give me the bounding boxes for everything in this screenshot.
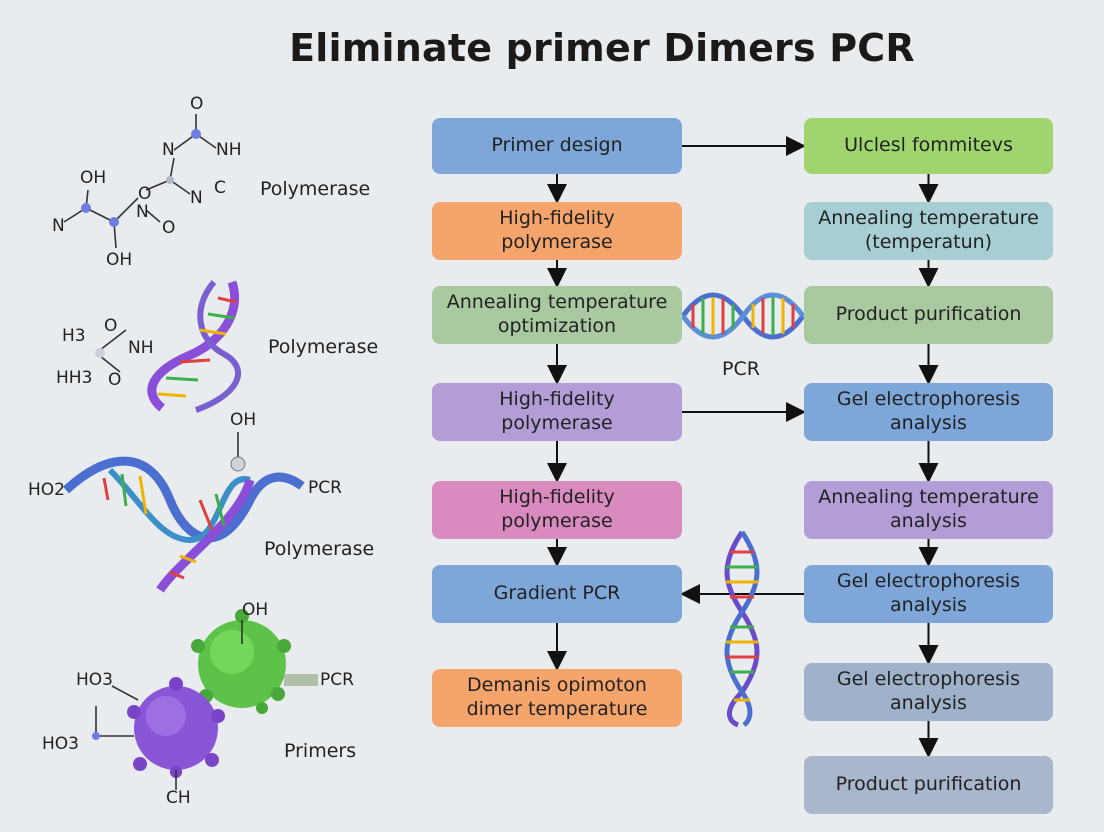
atom-label: HO3 bbox=[76, 670, 113, 690]
atom-label: OH bbox=[106, 250, 133, 270]
flow-arrows bbox=[547, 136, 939, 758]
atom-label: NH bbox=[216, 140, 242, 160]
side-label-polymerase-2: Polymerase bbox=[268, 336, 379, 358]
atom-label: CH bbox=[166, 788, 191, 808]
atom-label: OH bbox=[80, 168, 107, 188]
right-step-1: Ulclesl fommitevs bbox=[804, 118, 1053, 174]
right-step-8: Product purification bbox=[804, 756, 1053, 814]
left-step-6: Gradient PCR bbox=[432, 565, 682, 623]
atom-label: O bbox=[162, 218, 176, 238]
atom-label: NH bbox=[128, 338, 154, 358]
dna-helix-side-3 bbox=[62, 432, 305, 593]
virus-particles bbox=[92, 609, 318, 790]
atom-label: C bbox=[214, 178, 226, 198]
right-step-2: Annealing temperature (temperatun) bbox=[804, 202, 1053, 260]
atom-label: H3 bbox=[62, 326, 86, 346]
atom-label: PCR bbox=[308, 478, 342, 498]
atom-label: O bbox=[108, 370, 122, 390]
dna-helix-side-2 bbox=[95, 280, 242, 413]
left-step-1: Primer design bbox=[432, 118, 682, 174]
left-step-5: High-fidelity polymerase bbox=[432, 481, 682, 539]
atom-label: N bbox=[190, 188, 203, 208]
right-step-3: Product purification bbox=[804, 286, 1053, 344]
left-step-3: Annealing temperature optimization bbox=[432, 286, 682, 344]
atom-label: N bbox=[52, 216, 65, 236]
right-step-5: Annealing temperature analysis bbox=[804, 481, 1053, 539]
page-title: Eliminate primer Dimers PCR bbox=[289, 26, 915, 70]
atom-label: O bbox=[138, 184, 152, 204]
atom-label: OH bbox=[230, 410, 257, 430]
atom-label: N bbox=[136, 202, 149, 222]
dna-helix-horizontal bbox=[680, 292, 806, 340]
right-step-7: Gel electrophoresis analysis bbox=[804, 663, 1053, 721]
atom-dots-1 bbox=[81, 129, 201, 227]
side-label-polymerase-3: Polymerase bbox=[264, 538, 375, 560]
pcr-middle-label: PCR bbox=[722, 358, 760, 380]
side-label-polymerase-1: Polymerase bbox=[260, 178, 371, 200]
dna-helix-vertical bbox=[724, 530, 760, 728]
atom-label: N bbox=[162, 140, 175, 160]
atom-label: HO2 bbox=[28, 480, 65, 500]
right-step-6: Gel electrophoresis analysis bbox=[804, 565, 1053, 623]
side-label-primers: Primers bbox=[284, 740, 357, 762]
left-step-4: High-fidelity polymerase bbox=[432, 383, 682, 441]
atom-label: HH3 bbox=[56, 368, 93, 388]
left-step-7: Demanis opimoton dimer temperature bbox=[432, 669, 682, 727]
left-step-2: High-fidelity polymerase bbox=[432, 202, 682, 260]
atom-label: PCR bbox=[320, 670, 354, 690]
atom-label: O bbox=[104, 316, 118, 336]
atom-label: O bbox=[190, 94, 204, 114]
right-step-4: Gel electrophoresis analysis bbox=[804, 383, 1053, 441]
atom-label: OH bbox=[242, 600, 269, 620]
atom-label: HO3 bbox=[42, 734, 79, 754]
